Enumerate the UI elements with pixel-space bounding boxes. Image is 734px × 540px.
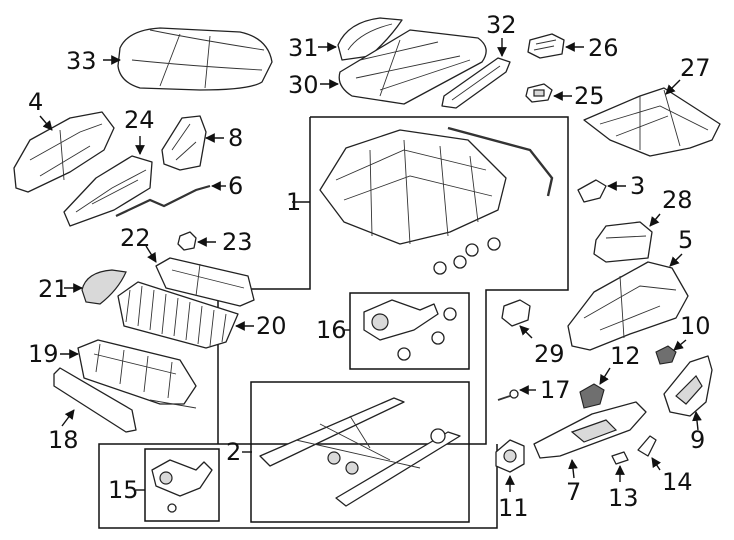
part-13-clip [611, 451, 629, 465]
callout-29: 29 [534, 340, 565, 368]
leader-28 [649, 213, 661, 227]
callout-22: 22 [120, 224, 151, 252]
leader-12 [599, 367, 611, 385]
callout-27: 27 [680, 54, 711, 82]
part-6-wire-rod [115, 184, 211, 217]
part-18-trim-bar [53, 367, 137, 433]
recliner-group-box [349, 292, 470, 370]
part-1-seat-frame [319, 126, 554, 275]
callout-13: 13 [608, 484, 639, 512]
callout-6: 6 [228, 172, 243, 200]
callout-28: 28 [662, 186, 693, 214]
part-27-bracket [583, 87, 721, 157]
part-3-switch [577, 179, 607, 203]
callout-17: 17 [540, 376, 571, 404]
part-11-knob [495, 439, 525, 473]
callout-5: 5 [678, 226, 693, 254]
callout-15: 15 [108, 476, 139, 504]
callout-9: 9 [690, 426, 705, 454]
leader-7 [568, 459, 578, 479]
part-14-cover [637, 435, 657, 457]
part-8-cover-plate [161, 115, 207, 171]
part-10-knob [655, 345, 677, 365]
callout-11: 11 [498, 494, 529, 522]
part-16-recliner [363, 299, 457, 361]
part-5-side-bracket [567, 261, 689, 351]
part-7-trim-panel [533, 401, 647, 459]
part-28-module [593, 221, 653, 263]
callout-33: 33 [66, 47, 97, 75]
part-17-screw [497, 389, 519, 401]
part-20-spring-mat [117, 281, 239, 349]
part-2-seat-track [259, 397, 461, 507]
callout-30: 30 [288, 71, 319, 99]
callout-23: 23 [222, 228, 253, 256]
callout-20: 20 [256, 312, 287, 340]
part-23-clip [177, 231, 197, 251]
callout-19: 19 [28, 340, 59, 368]
part-9-side-cover [663, 355, 713, 417]
leader-22 [145, 245, 157, 263]
seat-frame-group-box [98, 116, 569, 529]
callout-8: 8 [228, 124, 243, 152]
callout-2: 2 [226, 438, 241, 466]
part-15-motor [151, 459, 213, 513]
motor-group-box [144, 448, 220, 522]
part-29-connector [501, 299, 531, 327]
callout-32: 32 [486, 11, 517, 39]
callout-26: 26 [588, 34, 619, 62]
leader-10 [673, 339, 687, 351]
callout-12: 12 [610, 342, 641, 370]
part-25-clip [525, 83, 553, 103]
part-19-tray [77, 339, 197, 409]
callout-25: 25 [574, 82, 605, 110]
callout-31: 31 [288, 34, 319, 62]
callout-10: 10 [680, 312, 711, 340]
callout-14: 14 [662, 468, 693, 496]
leader-18 [61, 409, 75, 427]
callout-21: 21 [38, 275, 69, 303]
part-32-trim [441, 57, 511, 109]
part-26-connector [527, 33, 565, 59]
part-24-side-shield [63, 155, 153, 227]
callout-18: 18 [48, 426, 79, 454]
callout-24: 24 [124, 106, 155, 134]
callout-labels: 33 31 30 32 26 25 27 4 24 8 6 1 3 28 23 … [28, 11, 711, 522]
part-12-switch [579, 383, 605, 409]
leader-29 [519, 325, 533, 339]
part-33-cushion-pad [117, 27, 273, 91]
part-22-plate [155, 257, 255, 307]
leader-5 [669, 253, 683, 267]
callout-3: 3 [630, 172, 645, 200]
part-21-pad [81, 269, 127, 305]
callout-16: 16 [316, 316, 347, 344]
leader-14 [651, 457, 661, 471]
callout-7: 7 [566, 478, 581, 506]
leader-9 [692, 411, 702, 431]
leader-4 [39, 115, 53, 131]
callout-1: 1 [286, 188, 301, 216]
callout-4: 4 [28, 88, 43, 116]
part-30-cushion [338, 29, 487, 105]
leader-27 [665, 79, 681, 95]
